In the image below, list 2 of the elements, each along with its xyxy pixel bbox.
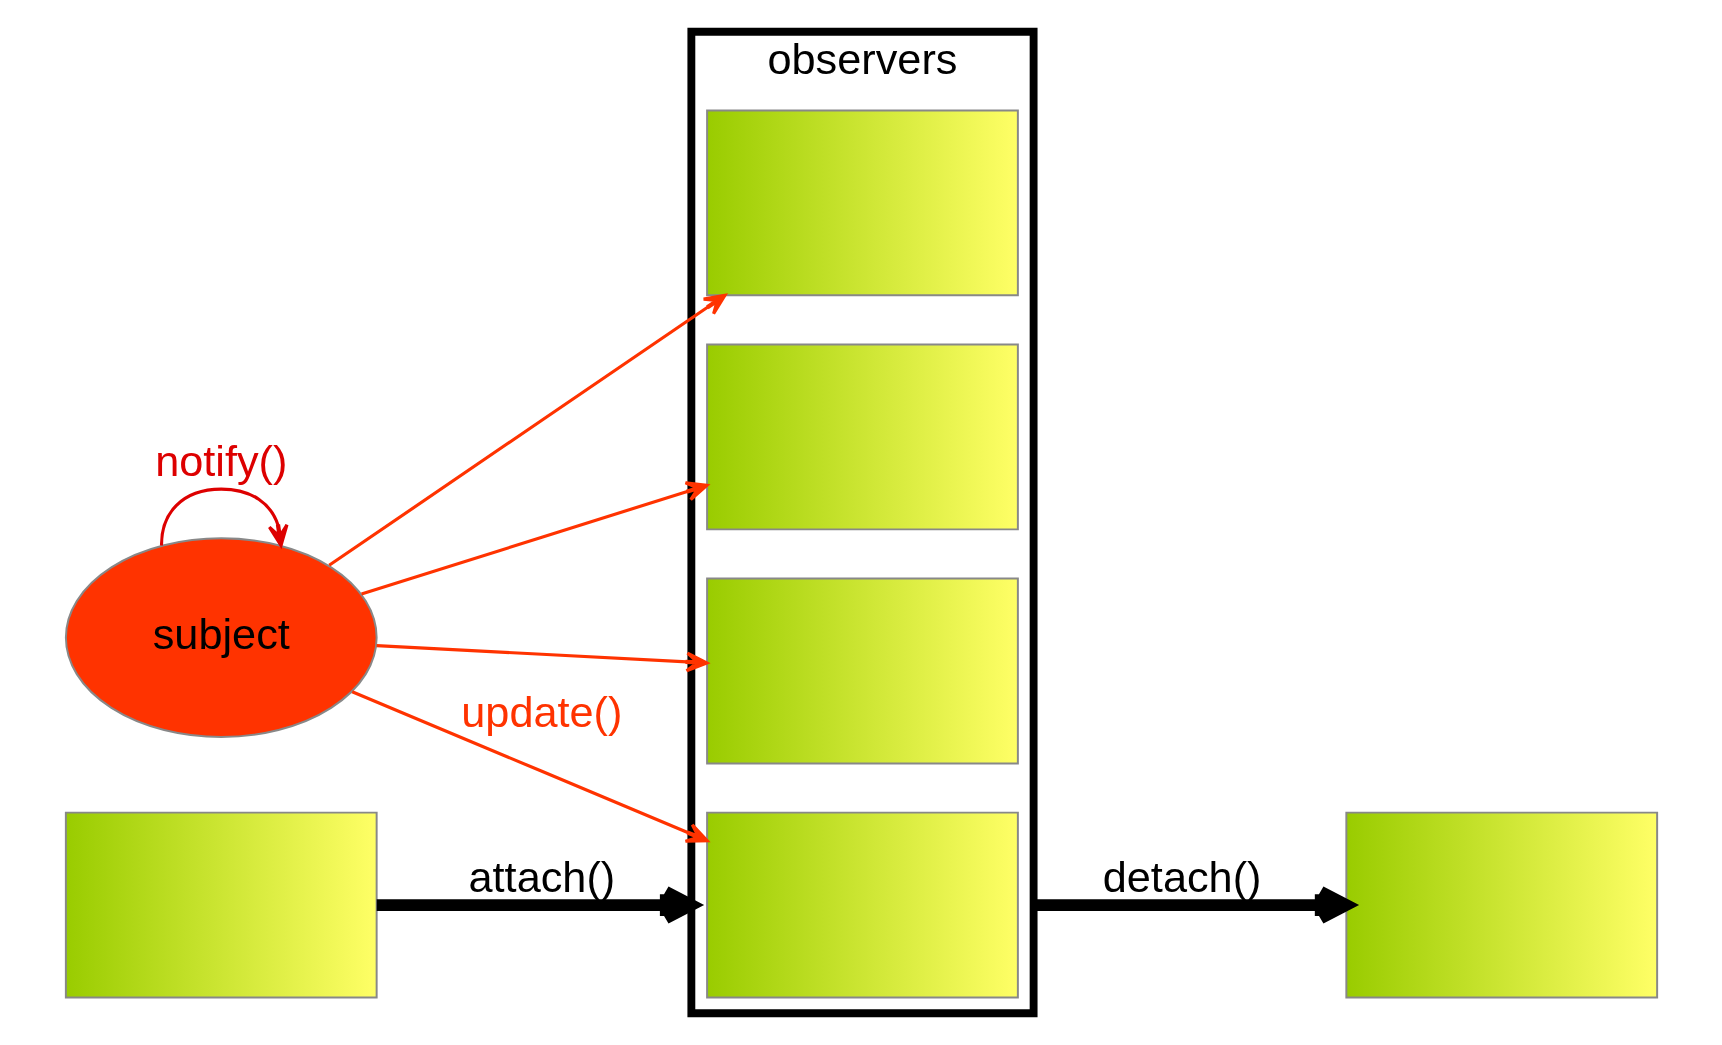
edge-label: notify(): [154, 437, 287, 486]
edge-label: update(): [460, 688, 622, 737]
